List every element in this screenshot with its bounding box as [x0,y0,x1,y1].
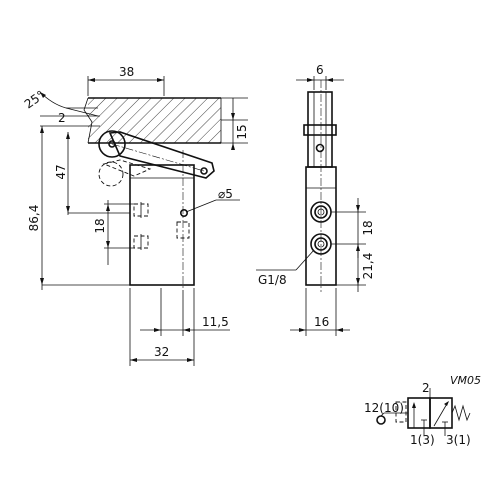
mounting-surface [83,97,222,144]
dim-21-4: 21,4 [361,253,375,280]
model-label: VM05 [450,374,481,387]
side-view: 6 18 21,4 G1/8 16 [256,63,375,336]
dim-18-side: 18 [361,220,375,235]
dim-16: 16 [314,315,329,329]
pneumatic-symbol: VM05 2 12(10) 1(3) 3(1) [364,374,481,447]
roller-lever [98,130,215,179]
dim-15: 15 [235,124,249,139]
port-12-10-label: 12(10) [364,401,404,415]
port-3-1-label: 3(1) [446,433,471,447]
front-dimensions [39,76,248,366]
dim-11-5: 11,5 [202,315,229,329]
roller-lever-rest [98,159,152,187]
dim-2: 2 [58,111,66,125]
dim-38: 38 [119,65,134,79]
side-dimensions [256,76,366,336]
valve-body [129,164,195,286]
lever-fork [303,91,337,168]
dim-47: 47 [54,164,68,179]
dim-86-4: 86,4 [27,205,41,232]
dim-6: 6 [316,63,324,77]
dim-25-degrees: 25° [22,88,47,112]
dim-d5: ⌀5 [218,187,233,201]
roller-wheel [98,130,126,158]
dim-18-front: 18 [93,218,107,233]
front-view: 38 25° 2 86,4 47 18 15 ⌀5 11,5 32 [22,65,249,366]
port-2-label: 2 [422,381,430,395]
dim-g18: G1/8 [258,273,287,287]
port-holes [133,202,190,250]
port-1-3-label: 1(3) [410,433,435,447]
dim-32: 32 [154,345,169,359]
mounting-hole [180,209,189,218]
